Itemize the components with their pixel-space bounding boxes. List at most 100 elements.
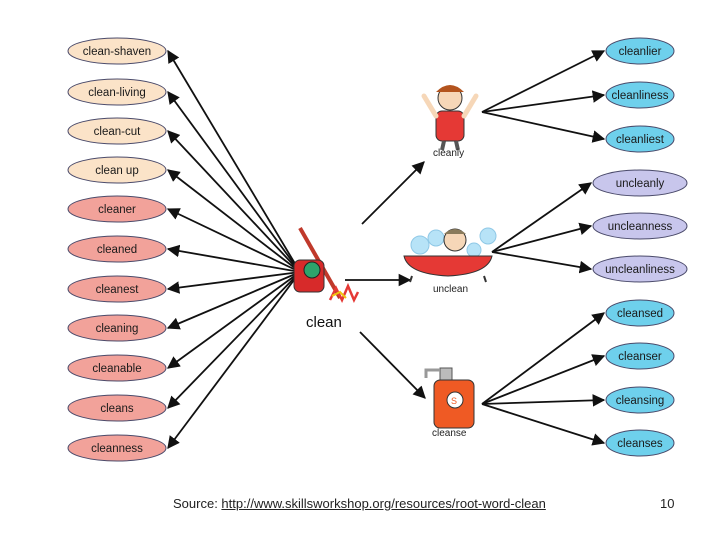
right-word-label: cleanlier bbox=[619, 46, 662, 58]
arrow-to-left-word bbox=[167, 130, 301, 273]
svg-text:S: S bbox=[451, 396, 457, 406]
left-word-bubble: clean up bbox=[67, 156, 167, 184]
word-bubble-shape bbox=[67, 235, 167, 263]
right-word-bubble: uncleanliness bbox=[592, 255, 688, 283]
center-word-label: clean bbox=[306, 314, 342, 331]
right-word-label: uncleanliness bbox=[605, 264, 675, 276]
arrow-to-left-word bbox=[166, 271, 301, 294]
left-word-bubble: cleanable bbox=[67, 354, 167, 382]
source-link[interactable]: http://www.skillsworkshop.org/resources/… bbox=[221, 496, 546, 511]
word-bubble-shape bbox=[67, 394, 167, 422]
arrow-to-left-word bbox=[166, 271, 301, 369]
word-bubble-shape bbox=[605, 81, 675, 109]
word-bubble-shape bbox=[605, 386, 675, 414]
arrow-to-left-word bbox=[167, 169, 301, 273]
arrow-to-right-word bbox=[491, 222, 593, 253]
right-word-label: uncleanly bbox=[616, 178, 665, 190]
arrow-to-left-word bbox=[166, 208, 301, 273]
left-word-bubble: cleaning bbox=[67, 314, 167, 342]
right-word-bubbles: cleanlier cleanliness cleanliest unclean… bbox=[592, 37, 688, 457]
left-word-label: cleanable bbox=[92, 363, 141, 375]
left-word-label: clean-shaven bbox=[83, 46, 151, 58]
left-word-bubble: cleanness bbox=[67, 434, 167, 462]
source-credit: Source: http://www.skillsworkshop.org/re… bbox=[173, 496, 546, 511]
word-bubble-shape bbox=[67, 78, 167, 106]
word-bubble-shape bbox=[67, 117, 167, 145]
left-word-bubble: clean-living bbox=[67, 78, 167, 106]
left-word-label: cleaner bbox=[98, 204, 136, 216]
word-bubble-shape bbox=[605, 342, 675, 370]
left-word-label: cleaning bbox=[96, 323, 139, 335]
right-word-label: cleanser bbox=[618, 351, 662, 363]
arrow-to-right-word bbox=[491, 182, 593, 253]
right-word-bubble: cleanser bbox=[605, 342, 675, 370]
word-bubble-shape bbox=[605, 37, 675, 65]
word-bubble-shape bbox=[605, 299, 675, 327]
arrow-to-left-word bbox=[167, 271, 301, 450]
word-bubble-shape bbox=[67, 354, 167, 382]
left-word-bubble: cleans bbox=[67, 394, 167, 422]
left-word-bubbles: clean-shaven clean-living clean-cut clea… bbox=[67, 37, 167, 462]
left-word-label: cleanest bbox=[96, 284, 140, 296]
right-word-bubble: cleanlier bbox=[605, 37, 675, 65]
word-bubble-shape bbox=[605, 429, 675, 457]
right-word-bubble: uncleanness bbox=[592, 212, 688, 240]
caption-cleanse: cleanse bbox=[432, 428, 467, 439]
bathtub-icon bbox=[403, 227, 497, 283]
word-bubble-shape bbox=[67, 156, 167, 184]
left-word-label: clean up bbox=[95, 165, 138, 177]
right-word-label: uncleanness bbox=[608, 221, 673, 233]
soap-dispenser-icon: S bbox=[424, 367, 475, 429]
arrow-to-left-word bbox=[167, 271, 301, 409]
arrow-to-right-word bbox=[481, 312, 606, 405]
left-word-label: cleans bbox=[100, 403, 133, 415]
arrow-to-left-word bbox=[166, 271, 301, 330]
arrow-to-left-word bbox=[167, 49, 301, 273]
right-word-bubble: cleanliness bbox=[605, 81, 675, 109]
right-word-label: cleansed bbox=[617, 308, 663, 320]
caption-unclean: unclean bbox=[433, 284, 468, 295]
arrow-to-right-word bbox=[481, 90, 606, 113]
right-word-bubble: cleansing bbox=[605, 386, 675, 414]
center-cleaning-figure-icon bbox=[293, 227, 360, 303]
arrow-to-right-word bbox=[481, 50, 606, 113]
right-word-bubble: cleansed bbox=[605, 299, 675, 327]
page-number: 10 bbox=[660, 496, 675, 511]
word-bubble-shape bbox=[605, 125, 675, 153]
arrows-layer bbox=[166, 49, 606, 450]
left-word-label: cleaned bbox=[97, 244, 137, 256]
right-word-label: cleanses bbox=[617, 438, 663, 450]
arrow-to-cleanly bbox=[361, 161, 425, 225]
arrow-to-right-word bbox=[481, 403, 606, 446]
left-word-bubble: cleaner bbox=[67, 195, 167, 223]
arrow-to-right-word bbox=[481, 394, 606, 407]
right-word-label: cleanliness bbox=[612, 90, 669, 102]
right-word-label: cleanliest bbox=[616, 134, 665, 146]
word-bubble-shape bbox=[592, 169, 688, 197]
right-word-bubble: cleanses bbox=[605, 429, 675, 457]
word-bubble-shape bbox=[592, 255, 688, 283]
word-bubble-shape bbox=[592, 212, 688, 240]
left-word-bubble: clean-shaven bbox=[67, 37, 167, 65]
left-word-bubble: cleaned bbox=[67, 235, 167, 263]
word-bubble-shape bbox=[67, 195, 167, 223]
caption-cleanly: cleanly bbox=[433, 148, 464, 159]
word-bubble-shape bbox=[67, 314, 167, 342]
left-word-label: clean-living bbox=[88, 87, 146, 99]
word-bubble-shape bbox=[67, 37, 167, 65]
arrow-to-left-word bbox=[166, 244, 301, 273]
arrow-to-right-word bbox=[491, 251, 593, 274]
left-word-bubble: clean-cut bbox=[67, 117, 167, 145]
right-word-bubble: uncleanly bbox=[592, 169, 688, 197]
arrow-to-cleanse bbox=[359, 331, 426, 399]
left-word-bubble: cleanest bbox=[67, 275, 167, 303]
arrow-to-right-word bbox=[481, 354, 606, 405]
right-word-bubble: cleanliest bbox=[605, 125, 675, 153]
left-word-label: clean-cut bbox=[94, 126, 141, 138]
excited-person-icon bbox=[421, 85, 479, 151]
right-word-label: cleansing bbox=[616, 395, 665, 407]
arrow-to-right-word bbox=[481, 111, 606, 143]
word-bubble-shape bbox=[67, 275, 167, 303]
word-bubble-shape bbox=[67, 434, 167, 462]
